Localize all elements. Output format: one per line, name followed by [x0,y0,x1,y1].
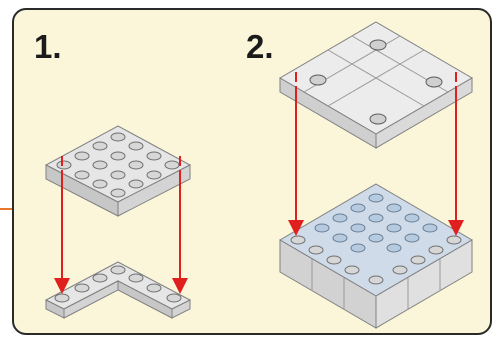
step2-tile-layer [280,22,472,148]
step1-l-plate [46,262,190,318]
step2-base-block [280,184,472,328]
step1-top-plate [46,126,190,216]
